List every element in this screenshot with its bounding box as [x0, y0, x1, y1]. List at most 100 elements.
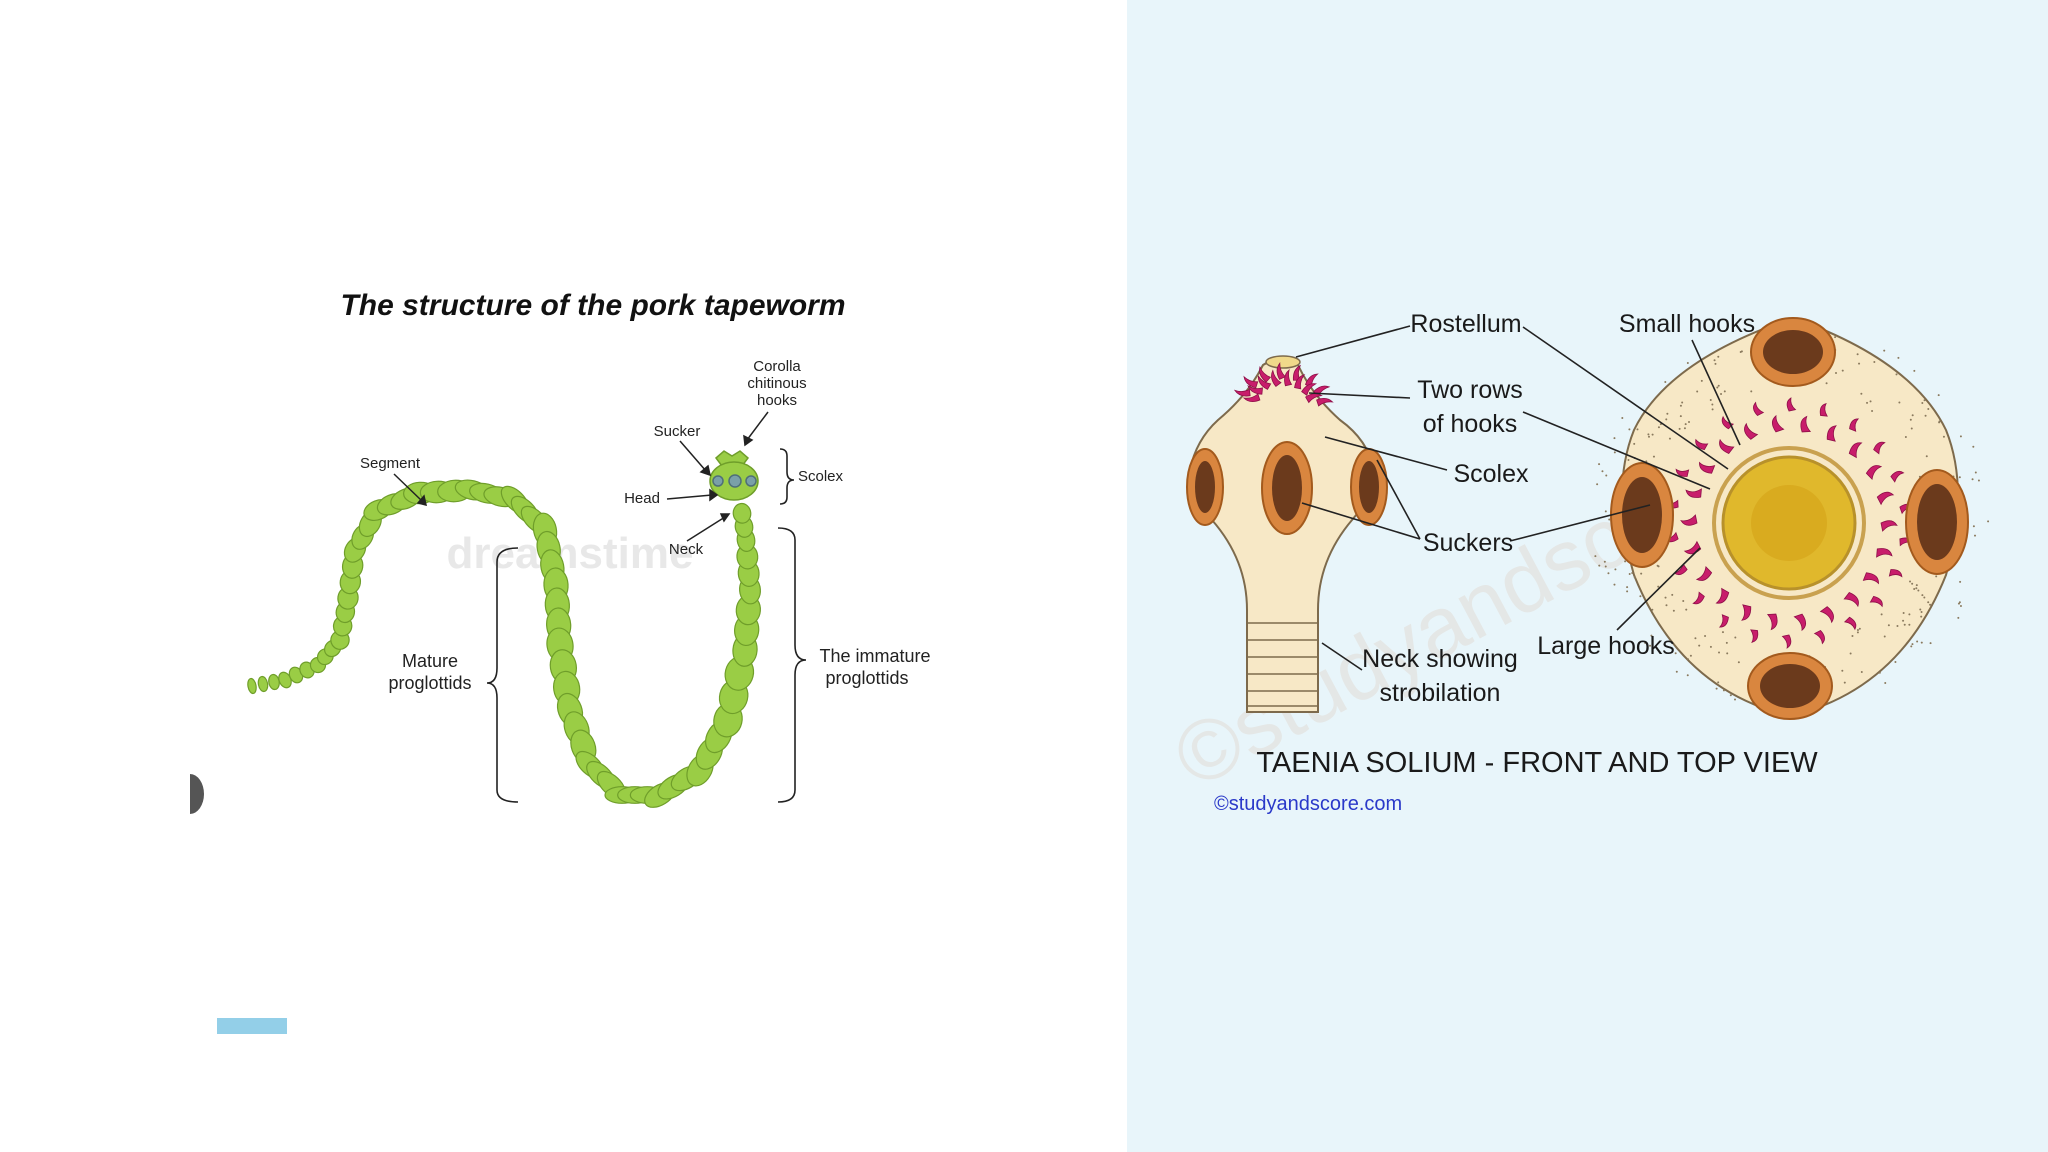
stipple-dot: [1686, 674, 1689, 677]
stipple-dot: [1624, 560, 1627, 563]
stipple-dot: [1858, 627, 1861, 630]
worm-segment: [257, 675, 269, 693]
stipple-dot: [1921, 594, 1924, 597]
hook-icon: [1826, 425, 1837, 442]
hook-icon: [1271, 369, 1282, 387]
stipple-dot: [1686, 361, 1689, 364]
stipple-dot: [1959, 435, 1962, 438]
hook-icon: [1294, 374, 1306, 390]
stipple-dot: [1717, 384, 1720, 387]
stipple-dot: [1958, 476, 1961, 479]
tapeworm-diagram-title: The structure of the pork tapeworm: [340, 289, 845, 322]
stipple-dot: [1923, 399, 1926, 402]
stipple-dot: [1908, 613, 1911, 616]
hook-icon: [1819, 402, 1828, 417]
stipple-dot: [1869, 400, 1872, 403]
hook-icon: [1259, 365, 1272, 383]
stipple-dot: [1860, 671, 1863, 674]
stipple-dot: [1628, 428, 1631, 431]
hook-icon: [1819, 606, 1834, 624]
stipple-dot: [1910, 645, 1913, 648]
stipple-dot: [1972, 445, 1975, 448]
stipple-dot: [1913, 588, 1916, 591]
stipple-dot: [1665, 418, 1668, 421]
sucker-icon: [1750, 317, 1836, 387]
stipple-dot: [1717, 681, 1720, 684]
hook-icon: [1873, 441, 1886, 455]
stipple-dot: [1911, 414, 1914, 417]
stipple-dot: [1904, 436, 1907, 439]
stipple-dot: [1883, 635, 1886, 638]
stipple-dot: [1929, 603, 1932, 606]
hook-icon: [1744, 422, 1759, 440]
stipple-dot: [1709, 645, 1712, 648]
scolex-top-view: [1594, 316, 1990, 720]
stipple-dot: [1687, 658, 1690, 661]
stipple-dot: [1895, 373, 1898, 376]
stipple-dot: [1720, 392, 1723, 395]
hook-icon: [1695, 438, 1709, 451]
stipple-dot: [1647, 433, 1650, 436]
stipple-dot: [1696, 390, 1699, 393]
stipple-dot: [1651, 433, 1654, 436]
stipple-dot: [1894, 660, 1897, 663]
stipple-dot: [1911, 582, 1914, 585]
hook-icon: [1869, 595, 1883, 608]
stipple-dot: [1626, 586, 1629, 589]
stipple-dot: [1704, 635, 1707, 638]
stipple-dot: [1971, 478, 1974, 481]
stipple-dot: [1909, 418, 1912, 421]
stipple-dot: [1621, 417, 1624, 420]
stipple-dot: [1679, 415, 1682, 418]
pork-tapeworm-diagram: The structure of the pork tapeworm dream…: [247, 289, 931, 808]
stipple-dot: [1613, 583, 1616, 586]
stipple-dot: [1866, 401, 1869, 404]
stipple-dot: [1825, 382, 1828, 385]
stipple-dot: [1898, 401, 1901, 404]
stipple-dot: [1937, 394, 1940, 397]
stipple-dot: [1672, 609, 1675, 612]
tapeworm-braces: [486, 448, 807, 803]
hook-icon: [1843, 616, 1857, 631]
stipple-dot: [1689, 654, 1692, 657]
hook-icon: [1862, 572, 1879, 585]
hook-icon: [1233, 388, 1251, 397]
stipple-dot: [1633, 576, 1636, 579]
hook-icon: [1766, 613, 1778, 631]
stipple-dot: [1651, 608, 1654, 611]
sucker-icon: [728, 474, 742, 488]
stipple-dot: [1657, 585, 1660, 588]
stipple-dot: [1688, 421, 1691, 424]
hook-icon: [1675, 468, 1690, 477]
stipple-dot: [1717, 355, 1720, 358]
sucker-icon: [1610, 462, 1674, 568]
stipple-dot: [1843, 681, 1846, 684]
hook-icon: [1301, 383, 1318, 396]
hook-icon: [1692, 591, 1705, 605]
stipple-dot: [1675, 670, 1678, 673]
stipple-dot: [1614, 568, 1617, 571]
taenia-solium-diagram: ©studyandscore.com: [1159, 310, 1990, 815]
stipple-dot: [1920, 610, 1923, 613]
stipple-dot: [1726, 652, 1729, 655]
stipple-dot: [1915, 587, 1918, 590]
stipple-dot: [1644, 641, 1647, 644]
dreamstime-watermark: dreamstime: [446, 529, 693, 578]
stipple-dot: [1878, 671, 1881, 674]
hook-icon: [1849, 418, 1860, 432]
stipple-dot: [1974, 534, 1977, 537]
stipple-dot: [1957, 616, 1960, 619]
stipple-dot: [1628, 573, 1631, 576]
stipple-dot: [1935, 575, 1938, 578]
two-rows-of-hooks-label: Two rows: [1417, 376, 1523, 404]
stipple-dot: [1739, 350, 1742, 353]
stipple-dot: [1711, 408, 1714, 411]
stipple-dot: [1613, 437, 1616, 440]
stipple-dot: [1925, 455, 1928, 458]
stipple-dot: [1959, 580, 1962, 583]
stipple-dot: [1698, 644, 1701, 647]
stipple-dot: [1684, 423, 1687, 426]
stipple-dot: [1911, 643, 1914, 646]
stipple-dot: [1716, 386, 1719, 389]
stipple-dot: [1640, 572, 1643, 575]
